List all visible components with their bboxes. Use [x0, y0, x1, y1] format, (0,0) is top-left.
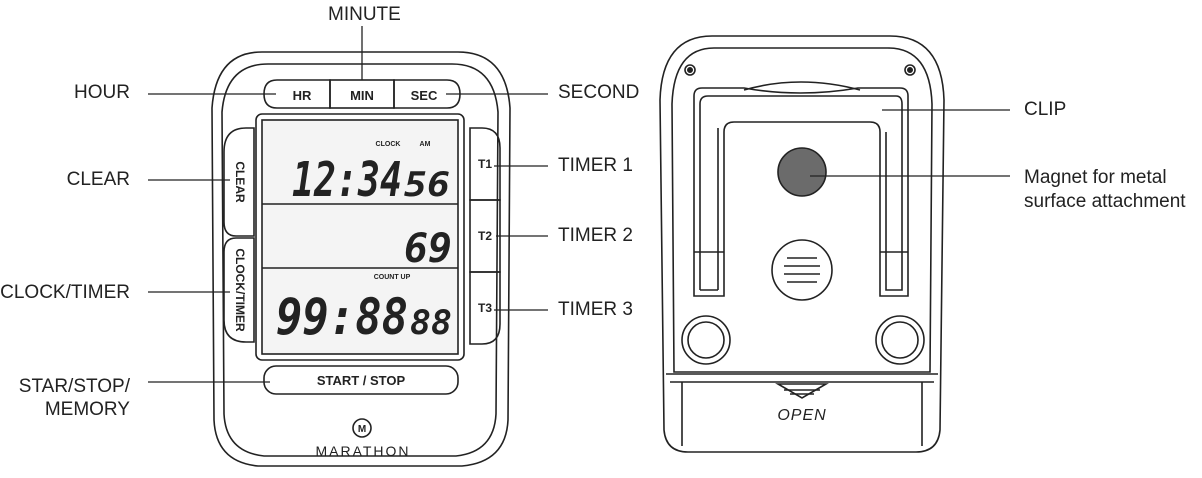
- clock-timer-button[interactable]: CLOCK/TIMER: [233, 248, 247, 332]
- screw-right: [904, 64, 916, 76]
- t1-button[interactable]: T1: [478, 157, 492, 171]
- back-body-outline: [659, 35, 945, 453]
- open-label: OPEN: [777, 407, 826, 424]
- callout-clock-timer: CLOCK/TIMER: [0, 282, 130, 303]
- logo-letter: M: [358, 424, 366, 435]
- lcd-screen: [261, 119, 459, 355]
- lcd-row1-main: 12:34: [292, 152, 402, 208]
- callout-timer2: TIMER 2: [558, 225, 633, 246]
- lcd-bezel: [255, 113, 465, 361]
- clear-button[interactable]: CLEAR: [233, 161, 247, 203]
- t2-button[interactable]: T2: [478, 229, 492, 243]
- callout-magnet-line1: Magnet for metal: [1024, 167, 1167, 188]
- callout-magnet-line2: surface attachment: [1024, 191, 1186, 212]
- magnet: [777, 147, 827, 197]
- callout-timer1: TIMER 1: [558, 155, 633, 176]
- lcd-row3-small: 88: [410, 303, 452, 343]
- start-stop-button[interactable]: START / STOP: [317, 373, 406, 388]
- clip-inner: [699, 95, 903, 291]
- screw-left: [684, 64, 696, 76]
- front-face-outline: [221, 63, 499, 457]
- brand-name: MARATHON: [315, 443, 410, 459]
- callout-start-stop-line2: MEMORY: [44, 399, 130, 420]
- callout-start-stop-line1: STAR/STOP/: [18, 376, 130, 397]
- t3-button[interactable]: T3: [478, 301, 492, 315]
- lcd-row3-main: 99:88: [276, 288, 408, 346]
- lcd-am-indicator: AM: [420, 141, 431, 148]
- t3-button-shape: [469, 271, 501, 345]
- foot-right: [875, 315, 925, 365]
- lcd-row1-small: 56: [404, 165, 450, 205]
- front-view: [211, 51, 511, 467]
- back-top-arc: [743, 81, 861, 91]
- hr-button[interactable]: HR: [293, 88, 312, 103]
- min-button[interactable]: MIN: [350, 88, 374, 103]
- callout-clear: CLEAR: [66, 169, 130, 190]
- open-arrow-icon[interactable]: [775, 383, 829, 399]
- callout-clip: CLIP: [1024, 99, 1067, 120]
- start-stop-button-shape: [263, 365, 459, 395]
- sec-button[interactable]: SEC: [411, 88, 438, 103]
- clear-button-shape: [223, 127, 255, 237]
- t1-button-shape: [469, 127, 501, 201]
- callout-timer3: TIMER 3: [558, 299, 633, 320]
- back-face-outline: [671, 47, 933, 373]
- back-text: OPEN: [777, 407, 826, 424]
- clock-timer-button-shape: [223, 237, 255, 343]
- foot-right-inner: [881, 321, 919, 359]
- clip-outer: [693, 87, 909, 297]
- front-body-outline: [211, 51, 511, 467]
- front-text: HR MIN SEC CLEAR CLOCK/TIMER T1 T2 T3 ST…: [233, 88, 492, 459]
- screw-left-inner: [686, 67, 693, 74]
- lcd-clock-indicator: CLOCK: [376, 141, 401, 148]
- battery-door-frame: [681, 382, 923, 446]
- back-view: [659, 35, 945, 453]
- callout-second: SECOND: [558, 82, 640, 103]
- speaker-grille: [771, 239, 833, 301]
- hr-button-shape: [263, 79, 331, 109]
- callout-hour: HOUR: [74, 82, 130, 103]
- foot-left: [681, 315, 731, 365]
- lcd-count-up-indicator: COUNT UP: [374, 274, 411, 281]
- foot-left-inner: [687, 321, 725, 359]
- leader-lines: [148, 26, 1010, 383]
- screw-right-inner: [906, 67, 913, 74]
- lcd-row2-main: 69: [404, 226, 452, 272]
- logo-ring: [352, 418, 372, 438]
- callout-minute: MINUTE: [328, 4, 401, 25]
